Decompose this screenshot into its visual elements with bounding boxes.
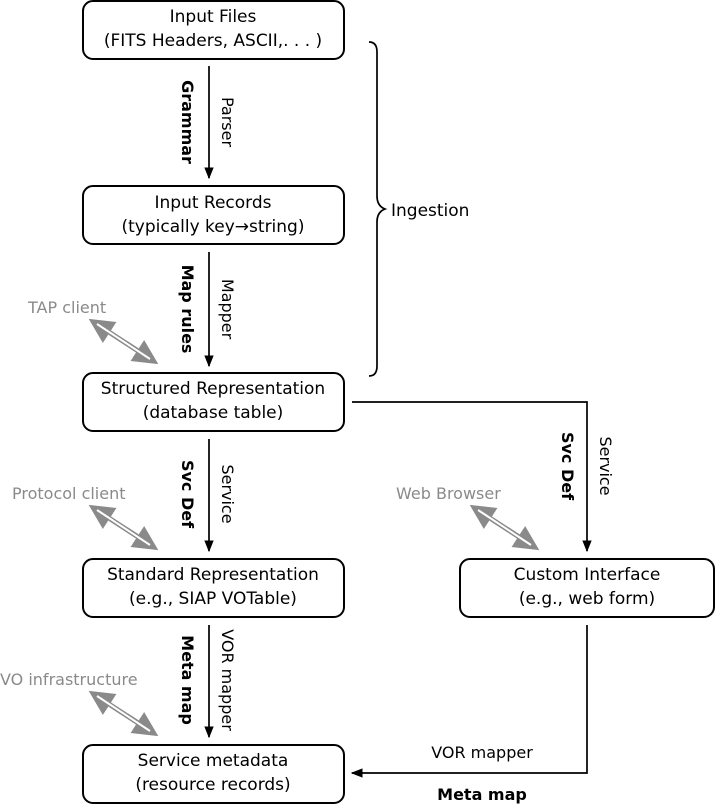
box-input-records-title: Input Records [154,193,271,213]
box-custom-subtitle: (e.g., web form) [519,589,655,609]
box-standard-title: Standard Representation [107,565,319,585]
edge-label-svc-def-right: Svc Def [558,432,577,501]
box-structured-representation: Structured Representation (database tabl… [82,372,345,432]
box-standard-representation: Standard Representation (e.g., SIAP VOTa… [82,558,345,618]
edge-label-vor-mapper: VOR mapper [218,629,237,731]
box-structured-title: Structured Representation [101,379,325,399]
box-structured-subtitle: (database table) [143,403,284,423]
edge-label-vor-mapper-bottom: VOR mapper [431,743,533,762]
edge-label-parser: Parser [218,97,237,147]
edge-label-mapper: Mapper [218,279,237,340]
box-custom-title: Custom Interface [514,565,661,585]
box-input-files-title: Input Files [170,7,257,27]
client-web-browser: Web Browser [396,484,501,503]
edge-label-map-rules: Map rules [178,265,197,354]
edge-label-meta-map-bottom: Meta map [437,785,527,804]
arrow-custom-to-metadata [350,625,588,778]
box-input-records: Input Records (typically key→string) [82,185,345,245]
edge-label-service: Service [218,464,237,523]
client-protocol-double-arrow [88,504,159,551]
edge-label-grammar: Grammar [178,80,197,164]
client-tap-double-arrow [88,318,159,365]
box-metadata-subtitle: (resource records) [135,775,290,795]
client-vo-infrastructure: VO infrastructure [0,670,138,689]
arrow-structured-to-custom [352,401,592,553]
box-service-metadata: Service metadata (resource records) [82,744,345,804]
ingestion-label: Ingestion [391,201,469,221]
client-vo-infrastructure-double-arrow [88,690,159,737]
box-metadata-title: Service metadata [138,751,289,771]
client-tap: TAP client [27,298,106,317]
client-protocol: Protocol client [12,484,126,503]
box-input-files-subtitle: (FITS Headers, ASCII,. . . ) [104,31,322,51]
box-input-files: Input Files (FITS Headers, ASCII,. . . ) [82,0,345,60]
edge-label-service-right: Service [596,436,615,495]
edge-label-meta-map: Meta map [178,635,197,725]
box-standard-subtitle: (e.g., SIAP VOTable) [129,589,297,609]
client-web-browser-double-arrow [469,504,540,551]
box-input-records-subtitle: (typically key→string) [122,217,305,237]
ingestion-brace [368,41,388,377]
edge-label-svc-def: Svc Def [178,460,197,529]
box-custom-interface: Custom Interface (e.g., web form) [459,558,715,618]
